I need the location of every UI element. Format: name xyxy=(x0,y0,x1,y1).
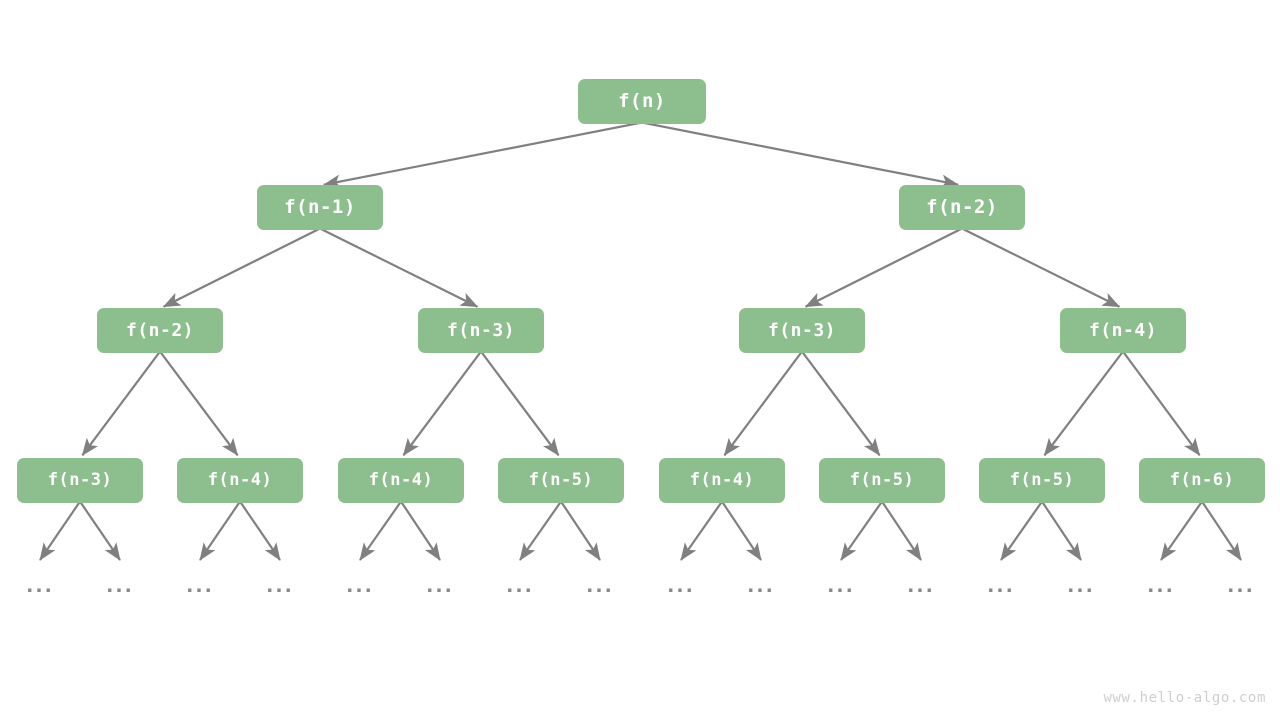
ellipsis-marker: ... xyxy=(827,575,855,597)
tree-node: f(n-5) xyxy=(498,457,624,503)
watermark: www.hello-algo.com xyxy=(1103,690,1266,706)
ellipsis-marker: ... xyxy=(1067,575,1095,597)
tree-edge xyxy=(159,350,239,457)
tree-node: f(n-3) xyxy=(739,307,865,353)
tree-edge xyxy=(723,350,803,457)
tree-edge xyxy=(81,350,161,457)
ellipsis-marker: ... xyxy=(106,575,134,597)
ellipsis-marker: ... xyxy=(506,575,534,597)
tree-node: f(n-6) xyxy=(1139,457,1265,503)
tree-node: f(n-2) xyxy=(899,184,1025,230)
tree-edge xyxy=(1122,350,1201,456)
tree-edge-leaf xyxy=(560,500,601,561)
tree-node: f(n-4) xyxy=(177,457,303,503)
tree-edge-leaf xyxy=(680,500,723,561)
tree-edge xyxy=(641,121,959,189)
tree-node: f(n-3) xyxy=(418,307,544,353)
tree-edge-leaf xyxy=(1201,500,1242,561)
tree-edge xyxy=(480,350,560,457)
tree-edge-leaf xyxy=(1000,500,1043,561)
ellipsis-marker: ... xyxy=(987,575,1015,597)
tree-edge xyxy=(961,227,1121,308)
tree-edge-leaf xyxy=(1160,500,1203,561)
tree-edge xyxy=(162,227,321,308)
tree-edge-leaf xyxy=(881,500,922,561)
tree-edge-leaf xyxy=(519,500,562,561)
tree-edge-leaf xyxy=(239,500,281,561)
tree-node: f(n-5) xyxy=(979,457,1105,503)
tree-node: f(n-4) xyxy=(338,457,464,503)
tree-edge-leaf xyxy=(39,500,81,561)
tree-node: f(n-2) xyxy=(97,307,223,353)
tree-edge-leaf xyxy=(79,500,121,561)
ellipsis-marker: ... xyxy=(747,575,775,597)
ellipsis-marker: ... xyxy=(586,575,614,597)
ellipsis-marker: ... xyxy=(1227,575,1255,597)
ellipsis-marker: ... xyxy=(346,575,374,597)
ellipsis-marker: ... xyxy=(26,575,54,597)
tree-edge-leaf xyxy=(199,500,241,561)
ellipsis-marker: ... xyxy=(907,575,935,597)
ellipsis-marker: ... xyxy=(186,575,214,597)
tree-edge xyxy=(1043,350,1124,457)
ellipsis-marker: ... xyxy=(266,575,294,597)
tree-node: f(n-5) xyxy=(819,457,945,503)
ellipsis-marker: ... xyxy=(426,575,454,597)
tree-node: f(n) xyxy=(578,78,706,124)
tree-edge-leaf xyxy=(721,500,762,561)
ellipsis-marker: ... xyxy=(1147,575,1175,597)
tree-edge-leaf xyxy=(840,500,883,561)
tree-edge xyxy=(319,227,479,308)
tree-edge-leaf xyxy=(1041,500,1082,561)
tree-edge xyxy=(804,227,963,308)
tree-edge-leaf xyxy=(359,500,402,561)
tree-edge xyxy=(323,121,643,189)
tree-edge xyxy=(801,350,881,457)
tree-edge-leaf xyxy=(400,500,441,561)
tree-edge xyxy=(402,350,482,457)
tree-node: f(n-3) xyxy=(17,457,143,503)
tree-node: f(n-4) xyxy=(1060,307,1186,353)
ellipsis-marker: ... xyxy=(667,575,695,597)
tree-node: f(n-4) xyxy=(659,457,785,503)
tree-node: f(n-1) xyxy=(257,184,383,230)
